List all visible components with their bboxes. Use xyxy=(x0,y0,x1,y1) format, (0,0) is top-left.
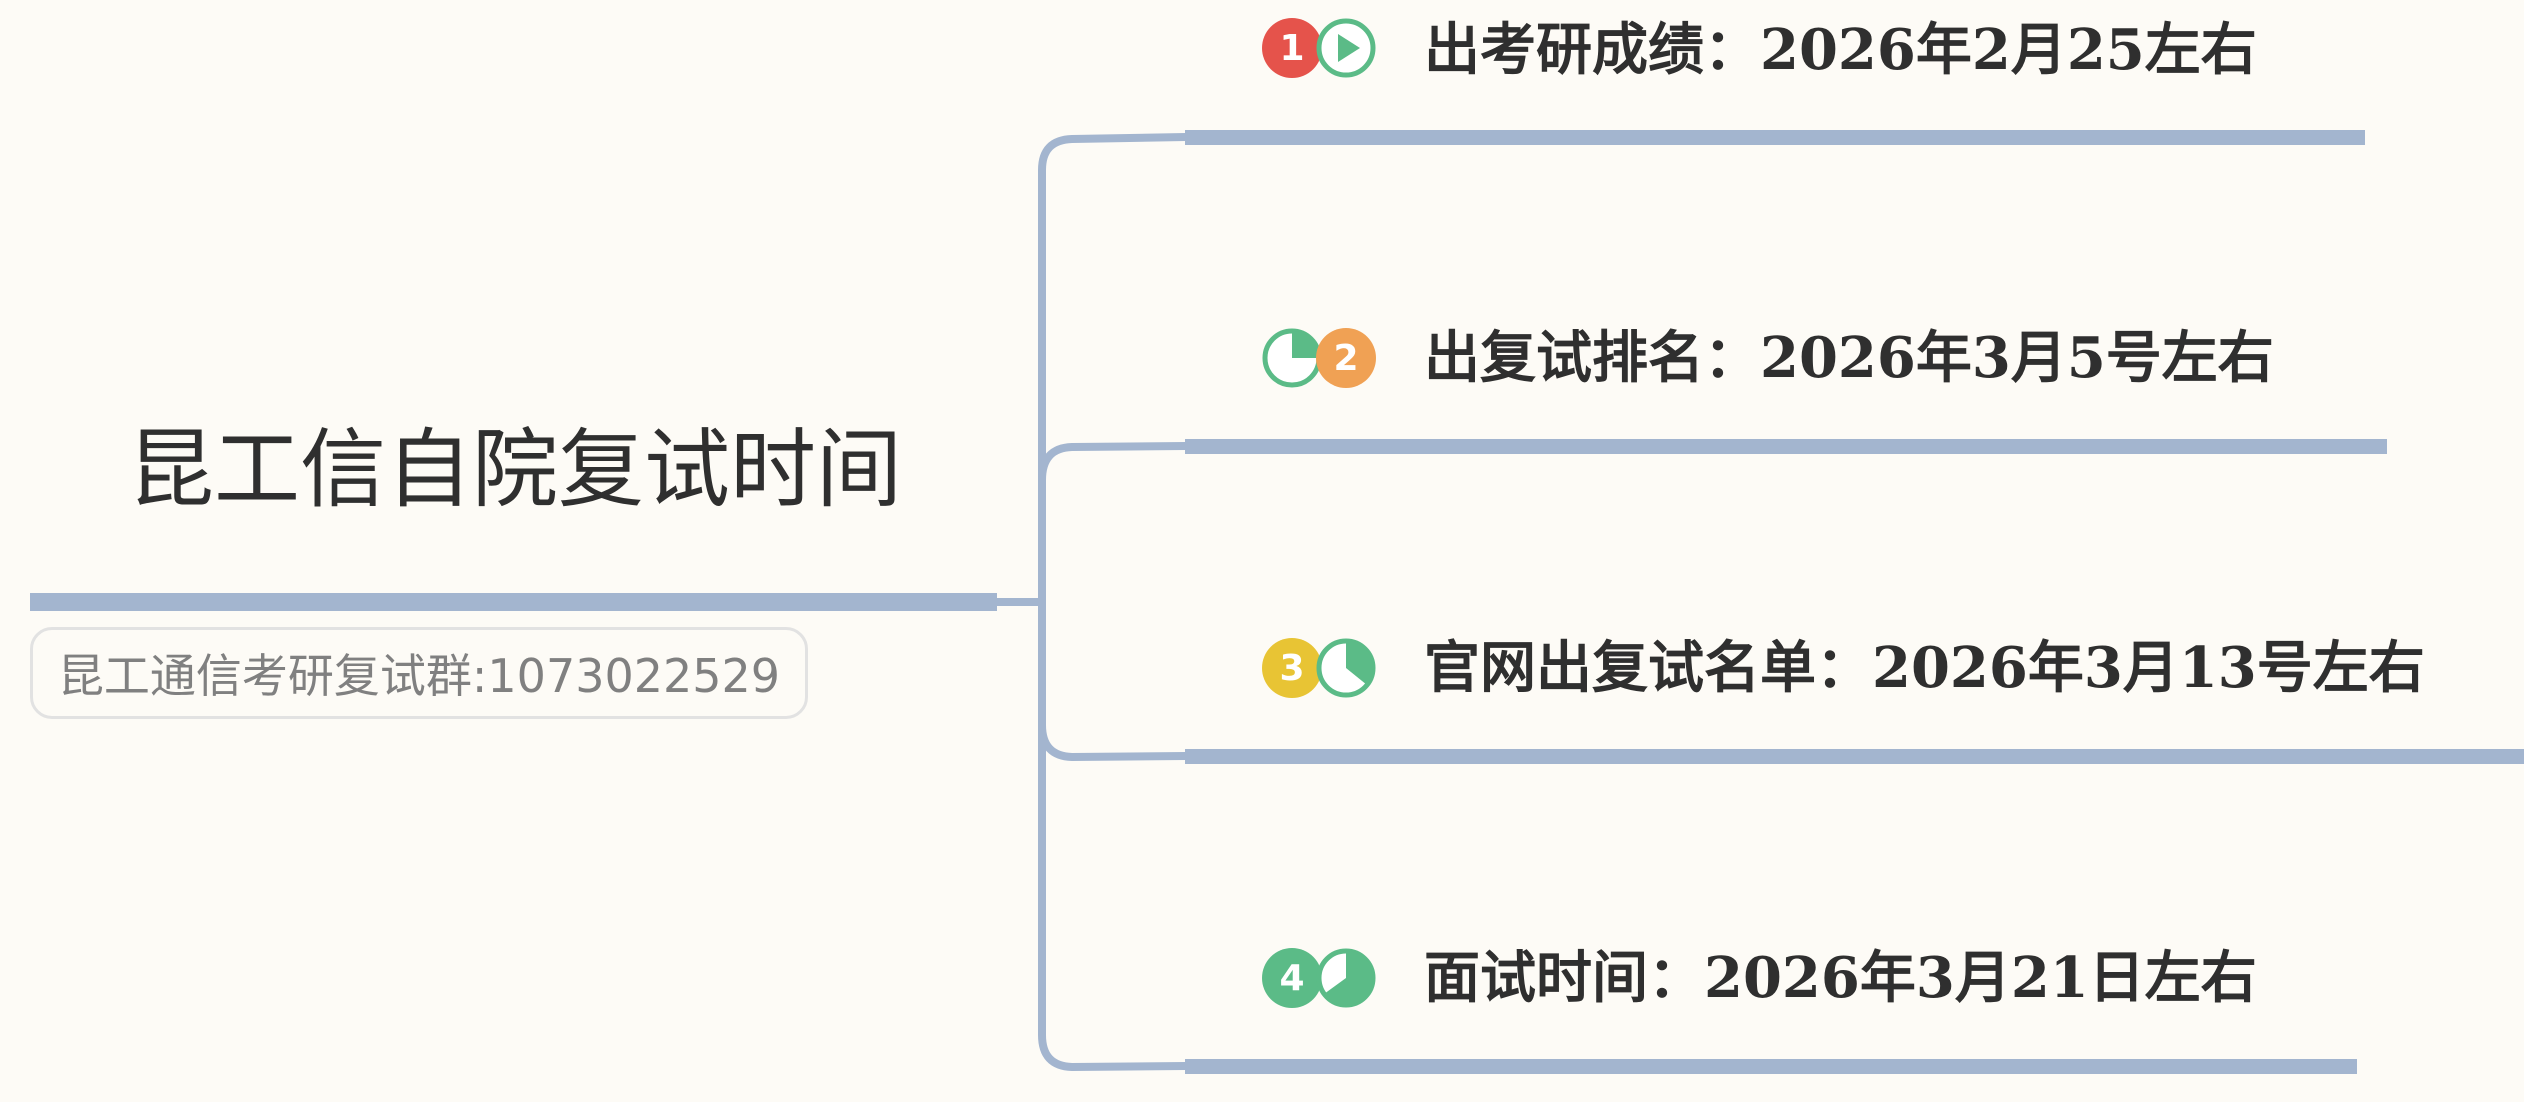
root-topic-underline xyxy=(30,593,997,611)
branch-4-markers: 4 xyxy=(1262,948,1376,1008)
branch-1-label: 出考研成绩：2026年2月25左右 xyxy=(1424,17,2257,83)
connector-branch-2 xyxy=(1038,442,1187,481)
branch-1-underline xyxy=(1185,130,2365,145)
half-progress-icon xyxy=(1316,638,1376,698)
branch-3-markers: 3 xyxy=(1262,638,1376,698)
svg-text:1: 1 xyxy=(1279,28,1304,69)
root-topic-title[interactable]: 昆工信自院复试时间 xyxy=(128,420,902,520)
branch-4-label: 面试时间：2026年3月21日左右 xyxy=(1424,945,2257,1011)
priority-1-icon: 1 xyxy=(1262,18,1322,78)
priority-2-icon: 2 xyxy=(1316,328,1376,388)
branch-1-markers: 1 xyxy=(1262,18,1376,78)
branch-4-underline xyxy=(1185,1059,2357,1074)
svg-text:4: 4 xyxy=(1279,958,1304,999)
branch-2-underline xyxy=(1185,439,2387,454)
priority-4-icon: 4 xyxy=(1262,948,1322,1008)
three-quarter-progress-icon xyxy=(1316,948,1376,1008)
branch-2-markers: 2 xyxy=(1262,328,1376,388)
root-topic-note[interactable]: 昆工通信考研复试群:1073022529 xyxy=(30,627,808,719)
connector-branch-1 xyxy=(1038,133,1187,602)
connector-branch-3 xyxy=(1038,602,1187,762)
svg-text:2: 2 xyxy=(1333,338,1358,379)
priority-3-icon: 3 xyxy=(1262,638,1322,698)
branch-2-label: 出复试排名：2026年3月5号左右 xyxy=(1424,325,2274,391)
play-progress-icon xyxy=(1316,18,1376,78)
branch-3-label: 官网出复试名单：2026年3月13号左右 xyxy=(1424,635,2425,701)
branch-3-underline xyxy=(1185,749,2524,764)
svg-text:3: 3 xyxy=(1279,648,1304,689)
connector-branch-4 xyxy=(1038,725,1187,1072)
quarter-progress-icon xyxy=(1262,328,1322,388)
